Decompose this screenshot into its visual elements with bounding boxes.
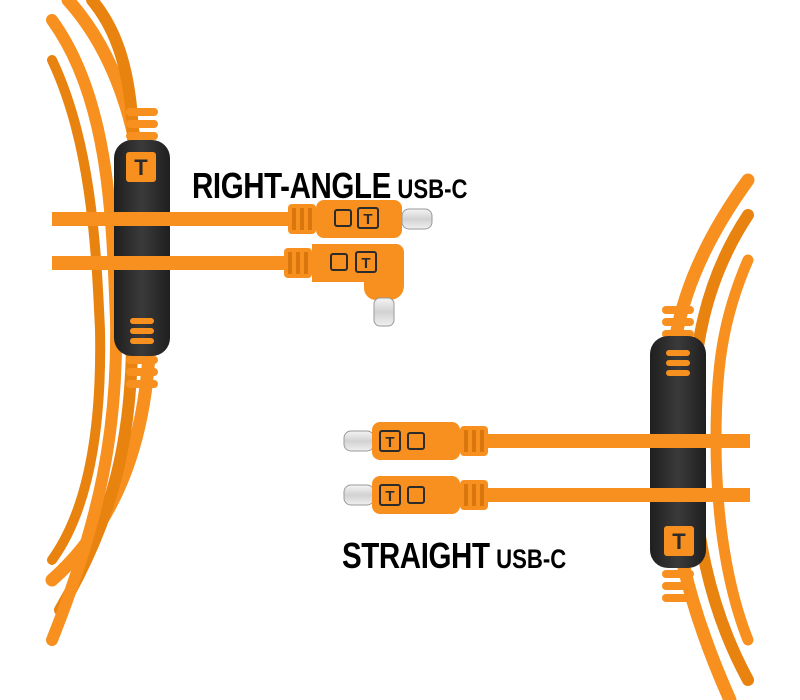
right-cable-clip: T (650, 306, 706, 602)
svg-text:T: T (363, 211, 372, 228)
straight-connector-bottom: T (343, 476, 488, 514)
right-angle-connector-top: T (288, 200, 433, 238)
svg-text:T: T (385, 434, 394, 451)
straight-connector-top: T (343, 422, 488, 460)
right-angle-connector-bottom: T (284, 244, 404, 327)
left-cable-clip: T (114, 108, 170, 388)
straight-cables: T T (343, 422, 750, 514)
right-angle-caption-suffix: USB-C (397, 174, 468, 204)
svg-text:T: T (385, 488, 394, 505)
straight-caption-suffix: USB-C (496, 544, 567, 574)
svg-text:T: T (672, 529, 686, 554)
svg-text:T: T (361, 255, 370, 272)
svg-text:T: T (134, 155, 148, 180)
right-angle-cables: T T (52, 200, 433, 327)
straight-caption-main: STRAIGHT (342, 535, 490, 576)
right-angle-caption-main: RIGHT-ANGLE (192, 165, 391, 206)
